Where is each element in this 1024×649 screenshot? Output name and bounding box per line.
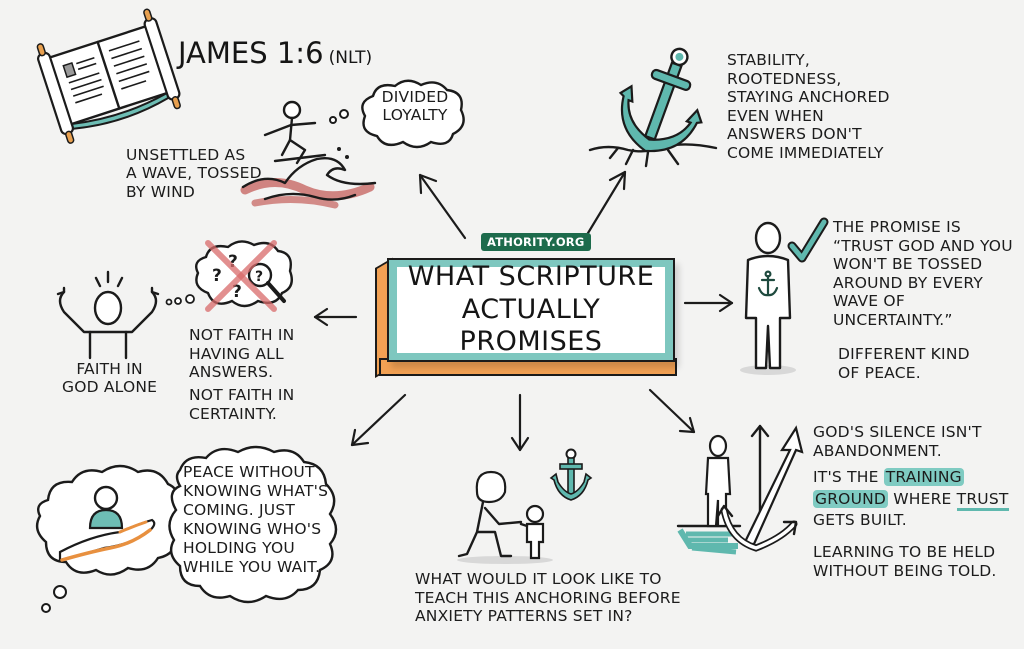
faith-label: FAITH IN GOD ALONE — [62, 360, 158, 397]
page-title: WHAT SCRIPTURE ACTUALLY PROMISES — [407, 261, 655, 358]
person-with-anchor-icon — [740, 217, 829, 375]
highlight-training: TRAINING — [883, 468, 964, 486]
silence-built: GETS BUILT. — [813, 511, 907, 530]
title-card-face: WHAT SCRIPTURE ACTUALLY PROMISES — [387, 258, 675, 362]
small-anchor-icon — [549, 448, 593, 501]
verse-title: JAMES 1:6 — [178, 36, 324, 70]
svg-text:?: ? — [232, 282, 242, 302]
thought-dots-icon — [165, 294, 195, 306]
svg-text:?: ? — [212, 266, 222, 286]
thought-dots-icon — [329, 109, 349, 124]
thought-cloud-icon — [361, 79, 465, 149]
thought-clouds-icon — [35, 445, 338, 613]
underline-trust: TRUST — [956, 489, 1009, 511]
center-title-card: WHAT SCRIPTURE ACTUALLY PROMISES — [375, 257, 677, 378]
silence-text-2: IT'S THE TRAINING GROUND WHERE TRUST GET… — [813, 467, 1023, 532]
not-answers-caption: NOT FAITH IN HAVING ALL ANSWERS. — [189, 326, 295, 382]
translation-label: (NLT) — [328, 48, 373, 68]
divided-loyalty-text: DIVIDED LOYALTY — [381, 88, 449, 125]
silence-where: WHERE — [888, 489, 957, 508]
teach-question: WHAT WOULD IT LOOK LIKE TO TEACH THIS AN… — [415, 570, 681, 626]
parent-child-icon — [457, 470, 553, 564]
not-certainty-caption: NOT FAITH IN CERTAINTY. — [189, 386, 295, 423]
silence-text-1: GOD'S SILENCE ISN'T ABANDONMENT. — [813, 423, 982, 460]
svg-text:?: ? — [255, 269, 263, 285]
open-bible-icon — [36, 8, 181, 144]
silence-text-3: LEARNING TO BE HELD WITHOUT BEING TOLD. — [813, 543, 997, 580]
person-anchor-ground-icon — [676, 424, 804, 555]
verse-reference: JAMES 1:6 (NLT) — [178, 36, 372, 70]
praising-person-icon — [56, 270, 160, 360]
athority-badge[interactable]: ATHORITY.ORG — [481, 233, 591, 251]
crossed-out-questions-icon: ??? ? — [195, 240, 293, 312]
promise-peace-caption: DIFFERENT KIND OF PEACE. — [838, 345, 970, 382]
wave-caption: UNSETTLED AS A WAVE, TOSSED BY WIND — [126, 146, 262, 201]
anchor-rooted-icon — [588, 47, 718, 168]
silence-prefix: IT'S THE — [813, 468, 884, 486]
highlight-ground: GROUND — [813, 489, 889, 508]
surfer-on-wave-icon — [240, 100, 377, 209]
svg-text:?: ? — [228, 252, 238, 272]
peace-cloud-text: PEACE WITHOUT KNOWING WHAT'S COMING. JUS… — [183, 463, 329, 576]
promise-caption: THE PROMISE IS “TRUST GOD AND YOU WON'T … — [833, 218, 1013, 329]
anchor-caption: STABILITY, ROOTEDNESS, STAYING ANCHORED … — [727, 51, 890, 162]
